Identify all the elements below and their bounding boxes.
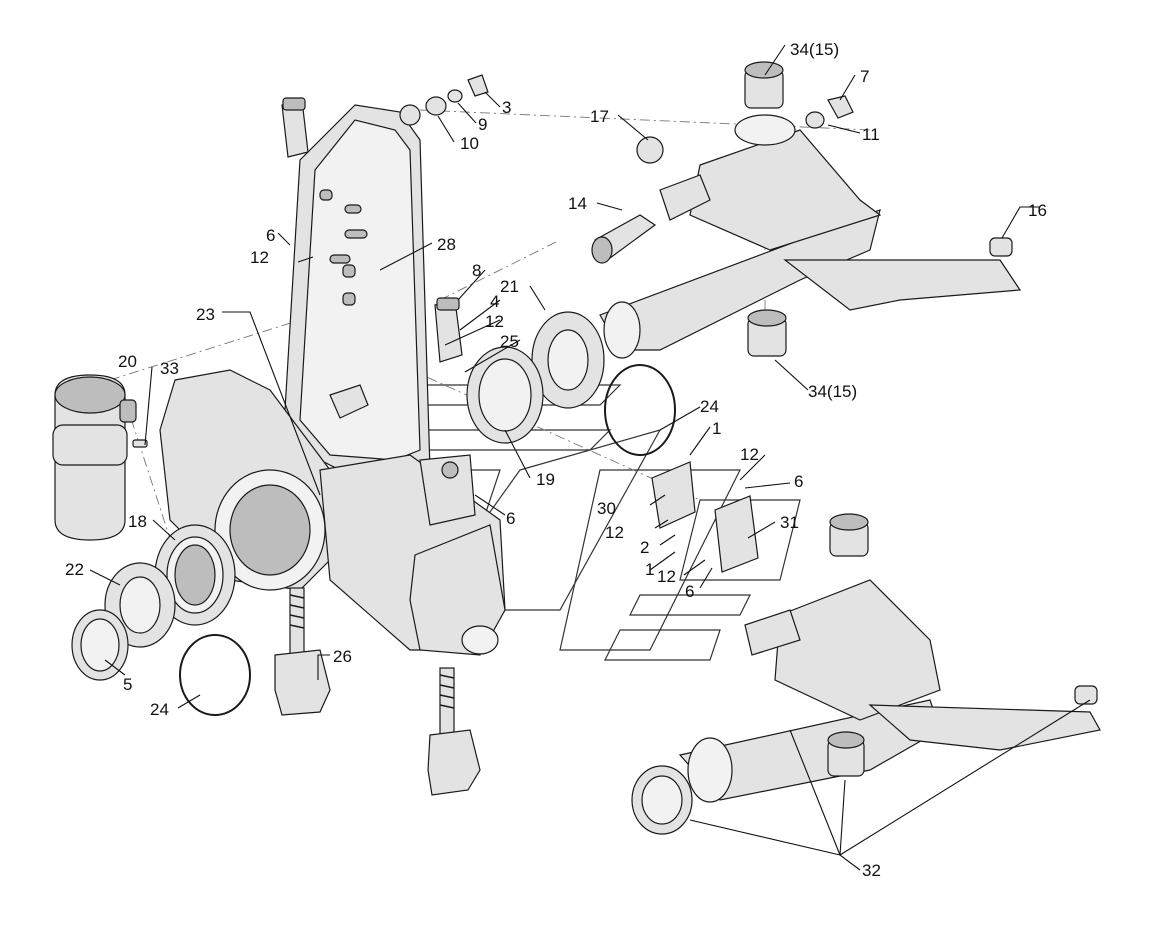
screw-33 <box>132 439 148 448</box>
bracket-frame <box>284 104 431 481</box>
callout-1-upper: 1 <box>712 419 721 438</box>
callout-12-bottom: 12 <box>657 567 676 586</box>
nut-5 <box>71 609 129 681</box>
callout-5: 5 <box>123 675 132 694</box>
pin-14 <box>591 214 657 264</box>
bearing-25 <box>466 346 544 444</box>
callout-10: 10 <box>460 134 479 153</box>
callout-6-bottom: 6 <box>685 582 694 601</box>
callout-12-left: 12 <box>605 523 624 542</box>
callout-1-lower: 1 <box>645 560 654 579</box>
leader-lines <box>89 44 1091 871</box>
ring-21 <box>531 311 605 409</box>
callout-32: 32 <box>862 861 881 880</box>
callout-18: 18 <box>128 512 147 531</box>
callout-34-15-top: 34(15) <box>790 40 839 59</box>
bushing-34-upper <box>744 61 784 109</box>
grease-cup-8 <box>434 297 463 363</box>
callout-12-right: 12 <box>740 445 759 464</box>
callout-26: 26 <box>333 647 352 666</box>
callout-25: 25 <box>500 332 519 351</box>
callout-2: 2 <box>640 538 649 557</box>
callout-labels: 34(15) 7 11 3 9 10 17 14 16 6 12 28 8 21… <box>65 40 1047 880</box>
steering-knuckle-lower <box>631 513 1101 835</box>
callout-12-mid: 12 <box>485 312 504 331</box>
bracket-31 <box>714 495 759 573</box>
callout-7: 7 <box>860 67 869 86</box>
callout-21: 21 <box>500 277 519 296</box>
ring-24-lower <box>179 634 251 716</box>
threaded-pin-lower <box>427 667 481 796</box>
callout-9: 9 <box>478 115 487 134</box>
callout-19: 19 <box>536 470 555 489</box>
callout-4: 4 <box>490 292 499 311</box>
callout-22: 22 <box>65 560 84 579</box>
callout-14: 14 <box>568 194 587 213</box>
callout-16: 16 <box>1028 201 1047 220</box>
callout-6-top: 6 <box>266 226 275 245</box>
cylinder-part <box>52 374 137 541</box>
callout-8: 8 <box>472 261 481 280</box>
ring-24-upper <box>604 364 676 456</box>
cap-16 <box>989 237 1013 257</box>
ring-17 <box>636 136 664 164</box>
nut-7-washer-11 <box>805 95 854 129</box>
grease-cup-top <box>281 97 309 158</box>
callout-6-right: 6 <box>794 472 803 491</box>
threaded-pin-26 <box>274 587 331 716</box>
callout-31: 31 <box>780 513 799 532</box>
callout-3: 3 <box>502 98 511 117</box>
callout-11: 11 <box>862 125 880 144</box>
callout-24-lower: 24 <box>150 700 169 719</box>
callout-34-15-bottom: 34(15) <box>808 382 857 401</box>
callout-12-top: 12 <box>250 248 269 267</box>
callout-28: 28 <box>437 235 456 254</box>
callout-20: 20 <box>118 352 137 371</box>
washers-9-10 <box>425 74 489 116</box>
bushing-34-lower <box>747 309 787 357</box>
callout-6-center: 6 <box>506 509 515 528</box>
callout-30: 30 <box>597 499 616 518</box>
steering-knuckle-upper <box>599 114 1022 359</box>
callout-24-upper: 24 <box>700 397 719 416</box>
callout-17: 17 <box>590 107 609 126</box>
callout-33: 33 <box>160 359 179 378</box>
callout-23: 23 <box>196 305 215 324</box>
bracket-30 <box>651 461 696 529</box>
